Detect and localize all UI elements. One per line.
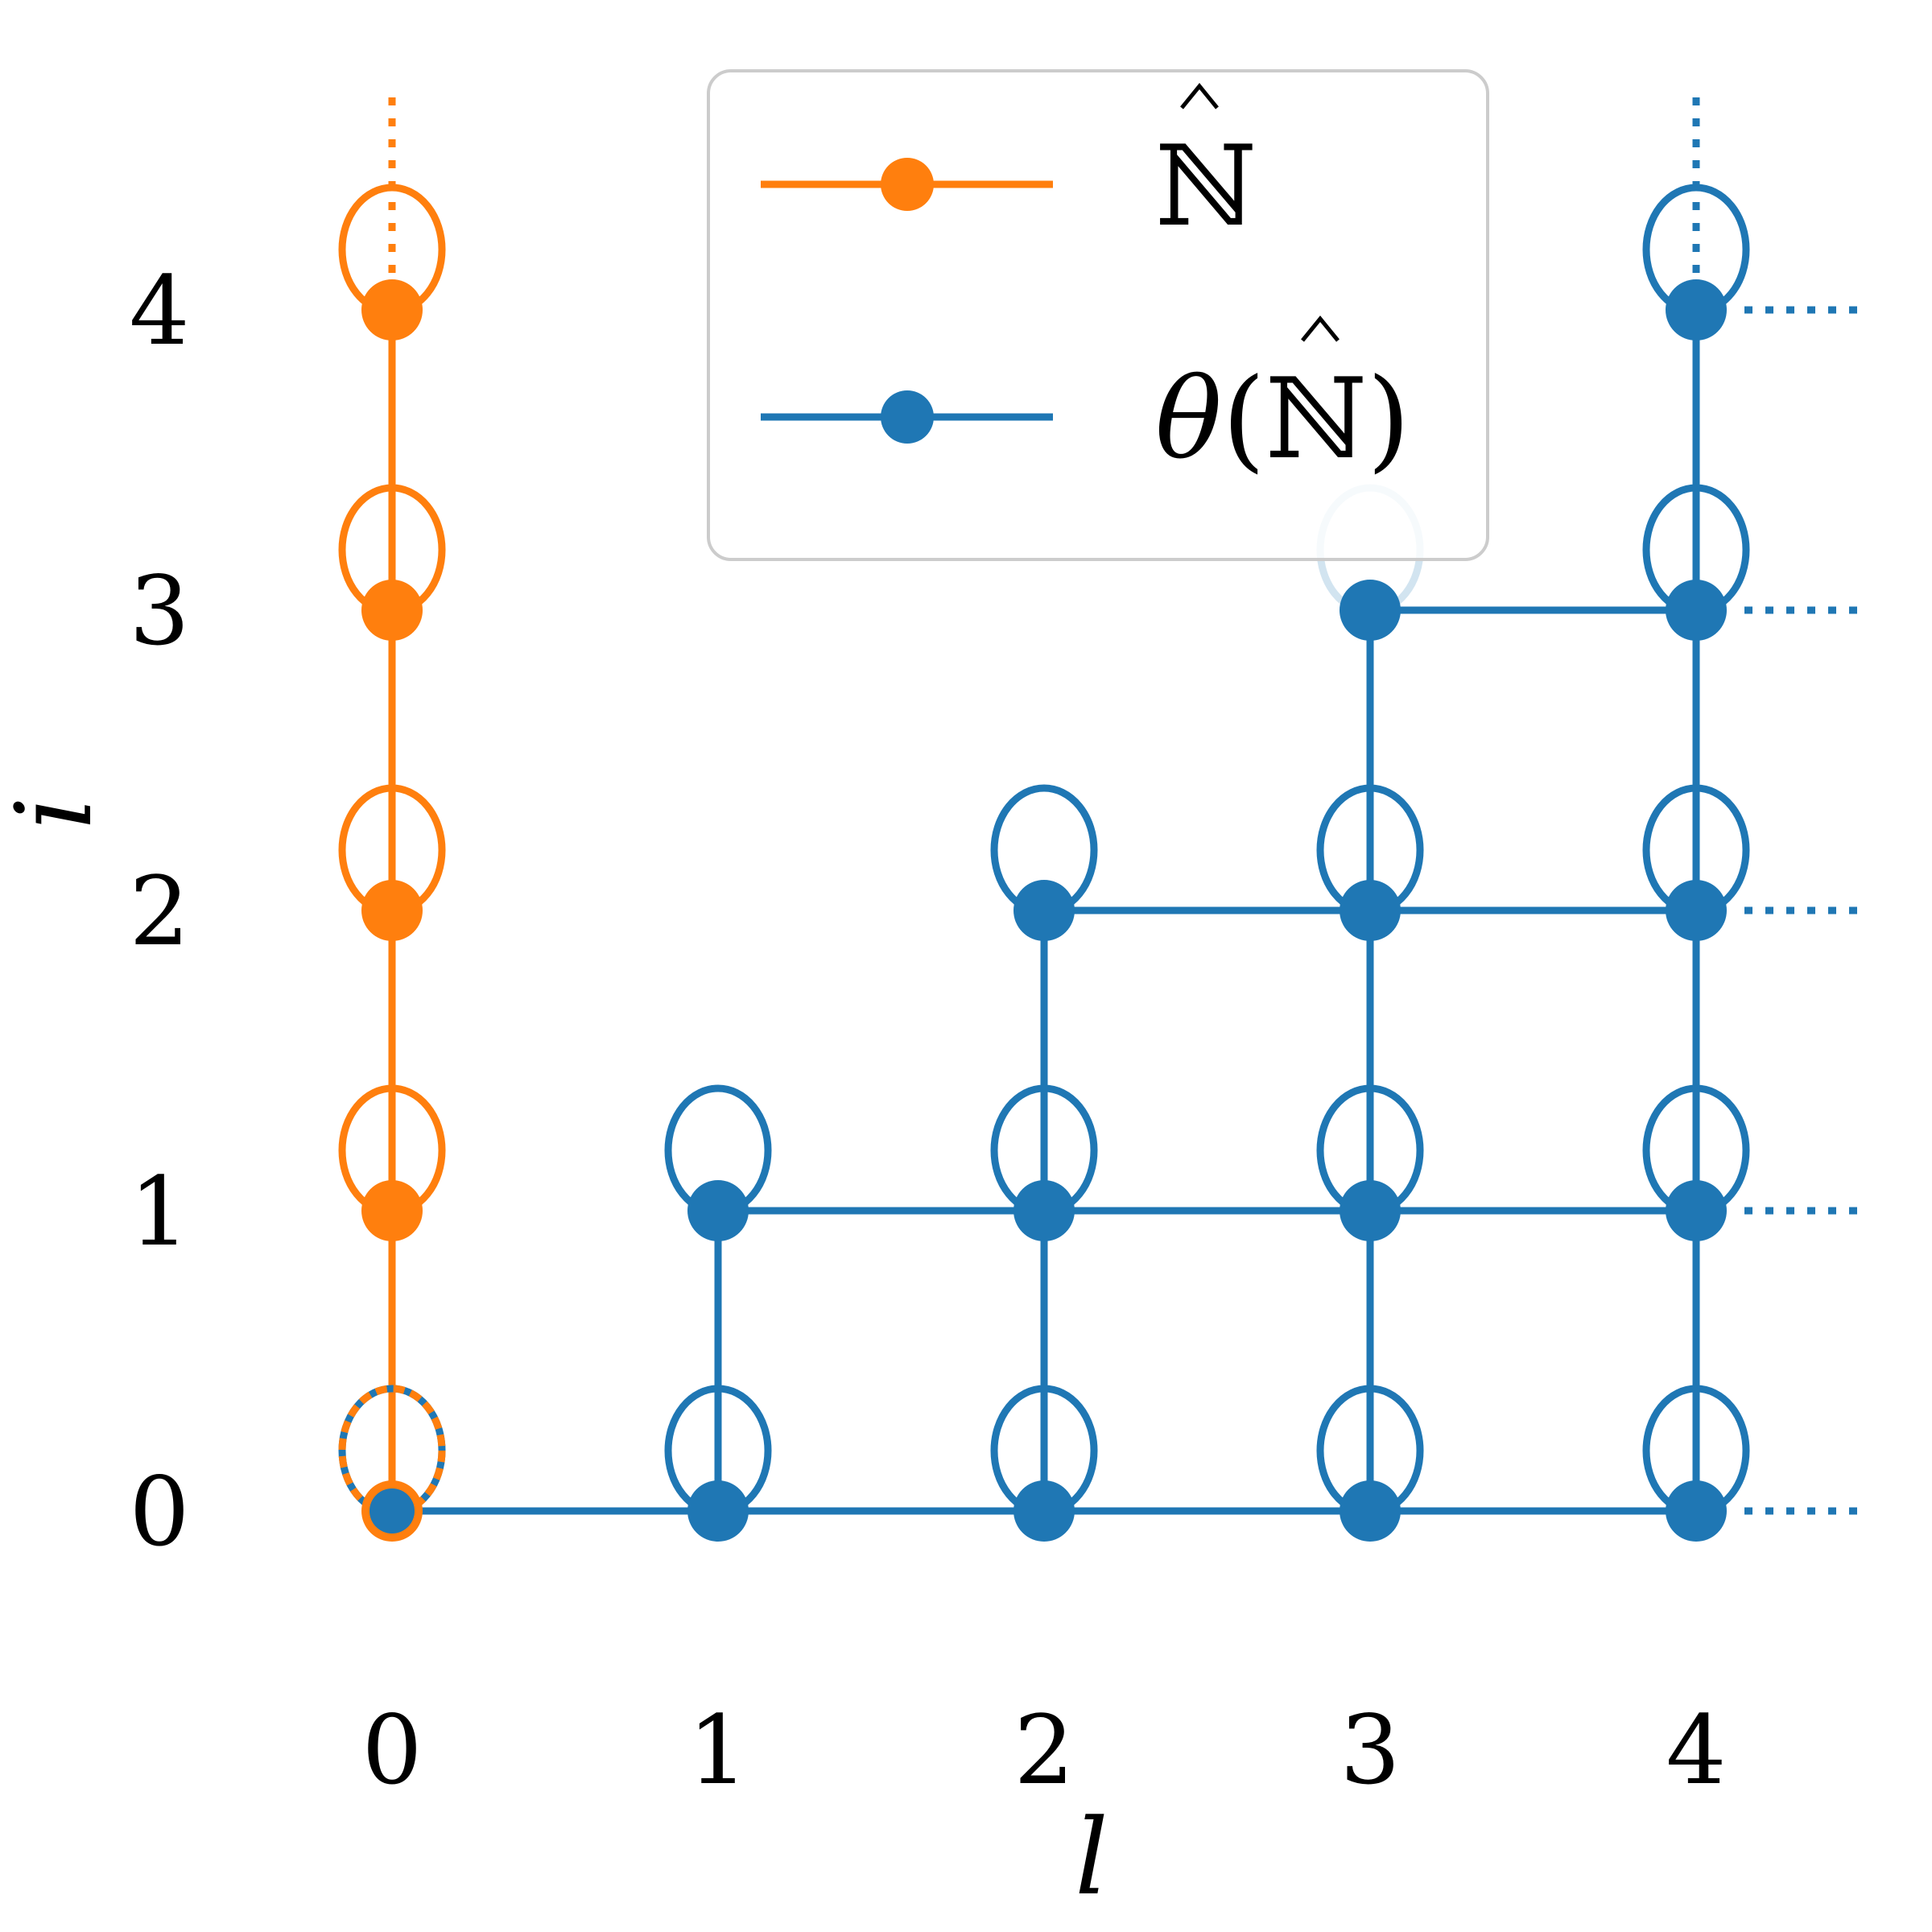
y-tick-label: 3 bbox=[129, 555, 189, 667]
node bbox=[361, 880, 423, 941]
x-tick-label: 2 bbox=[1013, 1695, 1074, 1806]
legend-marker bbox=[881, 390, 934, 444]
node bbox=[1013, 880, 1075, 941]
legend-box bbox=[707, 69, 1489, 561]
node bbox=[1666, 880, 1727, 941]
continuation-dots-layer bbox=[388, 85, 1860, 1515]
nodes-layer bbox=[361, 279, 1727, 1542]
node bbox=[1666, 580, 1727, 641]
x-tick-label: 1 bbox=[687, 1695, 748, 1806]
x-tick-labels: 0 1 2 3 4 bbox=[361, 1695, 1726, 1806]
node bbox=[1340, 1480, 1401, 1542]
node bbox=[1666, 279, 1727, 341]
y-tick-labels: 0 1 2 3 4 bbox=[129, 255, 189, 1567]
y-tick-label: 4 bbox=[129, 255, 189, 366]
legend-marker bbox=[881, 158, 934, 211]
y-tick-label: 2 bbox=[129, 856, 189, 967]
legend-label: θ(ℕ) bbox=[1155, 354, 1410, 484]
legend-hat bbox=[1301, 316, 1340, 342]
node bbox=[1340, 880, 1401, 941]
x-tick-label: 0 bbox=[361, 1695, 422, 1806]
node bbox=[1340, 1180, 1401, 1241]
node bbox=[361, 279, 423, 341]
y-axis-label: i bbox=[0, 796, 115, 830]
node bbox=[1666, 1180, 1727, 1241]
node bbox=[687, 1180, 749, 1241]
node bbox=[1340, 580, 1401, 641]
node bbox=[687, 1480, 749, 1542]
node bbox=[1666, 1480, 1727, 1542]
node bbox=[1013, 1180, 1075, 1241]
node bbox=[361, 1180, 423, 1241]
self-loop bbox=[338, 1385, 446, 1517]
y-tick-label: 1 bbox=[129, 1156, 189, 1267]
node bbox=[361, 580, 423, 641]
legend-hat bbox=[1180, 83, 1219, 109]
legend: ℕθ(ℕ) bbox=[707, 69, 1489, 561]
node bbox=[1013, 1480, 1075, 1542]
x-axis-label: l bbox=[1075, 1796, 1108, 1918]
y-tick-label: 0 bbox=[129, 1456, 189, 1567]
x-tick-label: 3 bbox=[1340, 1695, 1400, 1806]
node bbox=[369, 1488, 415, 1534]
legend-label: ℕ bbox=[1155, 122, 1257, 251]
x-tick-label: 4 bbox=[1666, 1695, 1726, 1806]
